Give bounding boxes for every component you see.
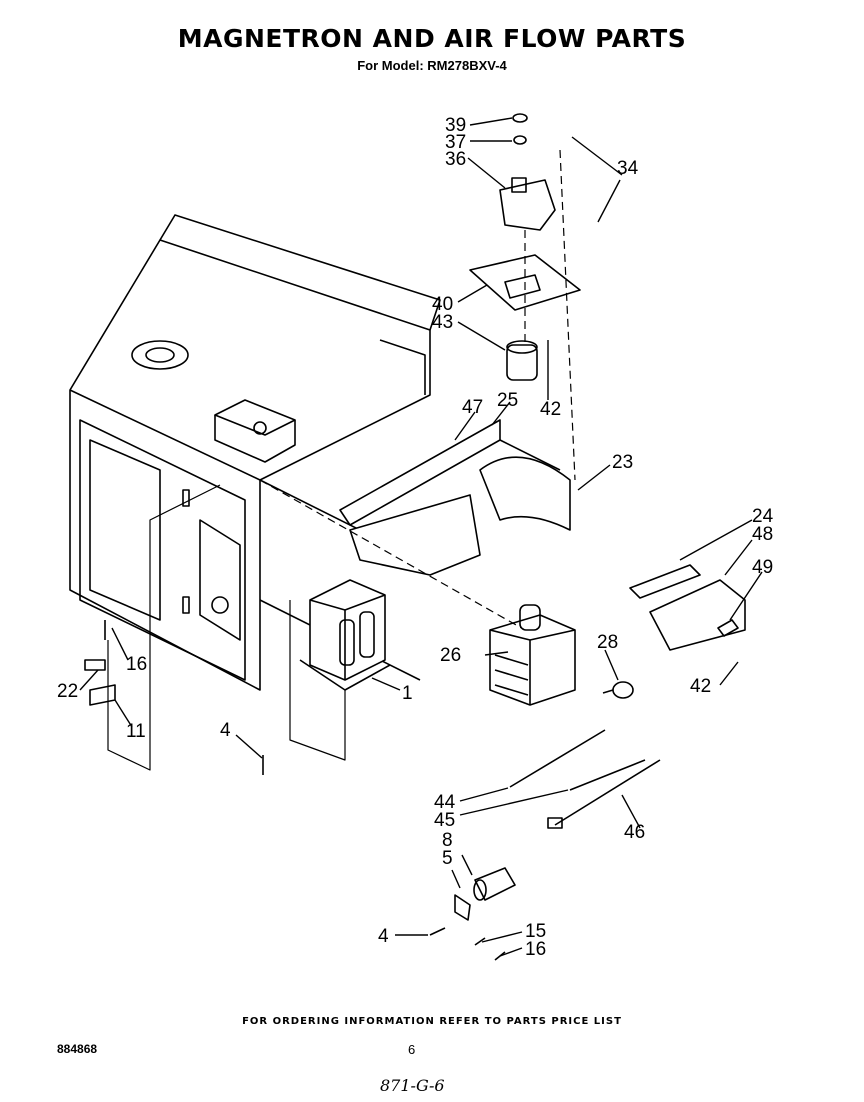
callout-23: 23 xyxy=(612,452,633,473)
callout-46: 46 xyxy=(624,822,645,843)
transformer-part-1 xyxy=(299,579,391,691)
thermal-cutout-part-28 xyxy=(602,681,634,699)
fan-blade-part-43 xyxy=(506,340,538,381)
wire-harness-parts-44-45-46 xyxy=(509,729,661,829)
callout-8: 8 xyxy=(442,830,453,851)
callout-16-left: 16 xyxy=(126,654,147,675)
callout-44: 44 xyxy=(434,792,456,813)
callout-40: 40 xyxy=(432,294,453,315)
callout-15: 15 xyxy=(525,921,546,942)
callout-36: 36 xyxy=(445,149,466,170)
callout-numbers: 39 37 36 34 40 43 42 47 25 23 24 48 49 2… xyxy=(57,115,774,960)
hardware-screws xyxy=(84,620,506,961)
ordering-note: FOR ORDERING INFORMATION REFER TO PARTS … xyxy=(242,1016,622,1027)
callout-5: 5 xyxy=(442,848,453,869)
handwritten-note: 871-G-6 xyxy=(380,1076,445,1095)
fan-motor-part-36 xyxy=(499,113,556,231)
vent-bracket-parts-24-48-49 xyxy=(629,564,746,651)
callout-26: 26 xyxy=(440,645,461,666)
callout-22: 22 xyxy=(57,681,78,702)
callout-16-bottom: 16 xyxy=(525,939,546,960)
callout-42-top: 42 xyxy=(540,399,561,420)
callout-28: 28 xyxy=(597,632,618,653)
callout-25: 25 xyxy=(497,390,518,411)
document-number: 884868 xyxy=(57,1042,98,1056)
callout-34: 34 xyxy=(617,158,639,179)
page-title: MAGNETRON AND AIR FLOW PARTS xyxy=(177,24,687,53)
oven-housing xyxy=(69,214,441,691)
magnetron-part-26 xyxy=(489,604,576,706)
page-number: 6 xyxy=(408,1042,416,1057)
callout-45: 45 xyxy=(434,810,455,831)
callout-24: 24 xyxy=(752,506,774,527)
callout-49: 49 xyxy=(752,557,773,578)
callout-39: 39 xyxy=(445,115,466,136)
callout-43: 43 xyxy=(432,312,453,333)
callout-48: 48 xyxy=(752,524,773,545)
model-subtitle: For Model: RM278BXV-4 xyxy=(357,58,507,73)
callout-42-right: 42 xyxy=(690,676,711,697)
callout-4-bottom: 4 xyxy=(378,926,389,947)
callout-4-left: 4 xyxy=(220,720,231,741)
callout-11: 11 xyxy=(126,721,146,742)
callout-1: 1 xyxy=(402,683,413,704)
air-duct-part-23-25 xyxy=(339,419,571,576)
callout-37: 37 xyxy=(445,132,466,153)
capacitor-part-8 xyxy=(473,867,516,901)
callout-47: 47 xyxy=(462,397,483,418)
